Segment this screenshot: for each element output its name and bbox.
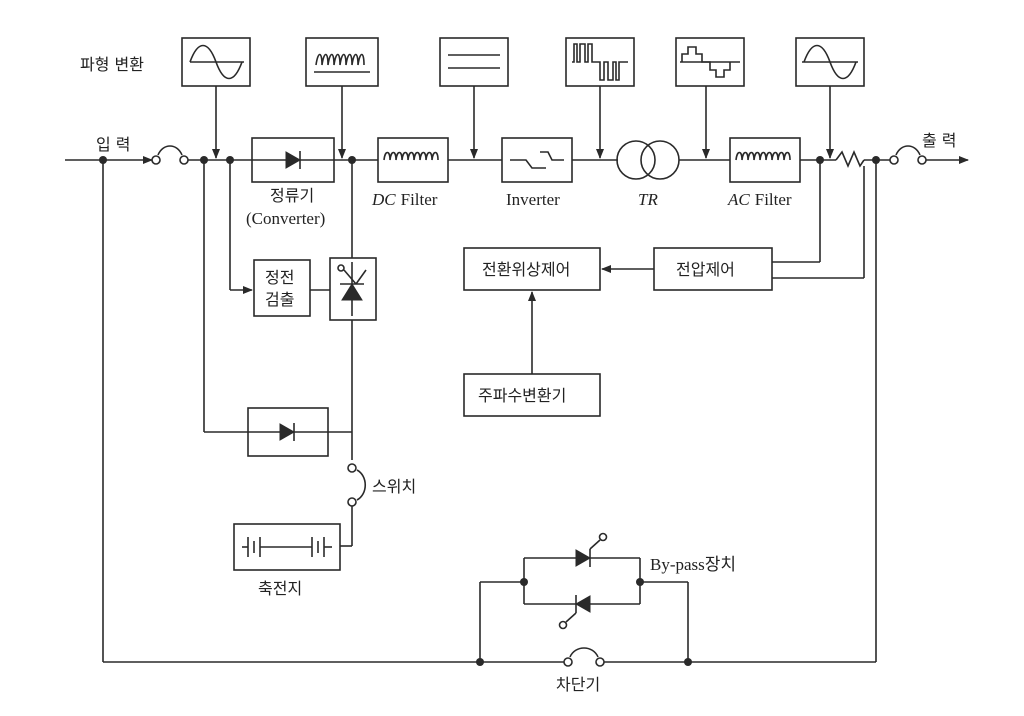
current-sensor-icon (835, 149, 865, 169)
waveform-box-input-sine (181, 37, 251, 87)
sine-wave-icon-output (803, 44, 857, 80)
diode-block (247, 407, 329, 457)
frequency-converter-block: 주파수변환기 (463, 373, 601, 417)
voltage-control-block: 전압제어 (653, 247, 773, 291)
switching-phase-control-label: 전환위상제어 (482, 260, 570, 279)
waveform-box-pwm (565, 37, 635, 87)
waveform-conversion-label: 파형 변환 (80, 55, 144, 74)
waveform-box-rectified (305, 37, 379, 87)
thyristor-switch-block (329, 257, 377, 321)
converter-label: (Converter) (246, 209, 325, 228)
dc-filter-label-italic: DC (371, 190, 396, 209)
breaker-label: 차단기 (556, 675, 600, 694)
stepped-wave-icon (681, 46, 731, 78)
rectifier-label: 정류기 (270, 186, 314, 205)
voltage-control-label: 전압제어 (676, 260, 735, 279)
rectified-wave-icon (315, 53, 365, 66)
inductor-coil-icon (383, 151, 439, 161)
dc-filter-label: DC Filter (371, 190, 438, 209)
ac-filter-block (729, 137, 801, 183)
dc-filter-label-rest: Filter (401, 190, 438, 209)
battery-switch (347, 463, 367, 507)
switch-label: 스위치 (372, 477, 416, 496)
battery-block (233, 523, 341, 571)
frequency-converter-label: 주파수변환기 (478, 386, 566, 405)
switching-phase-control-block: 전환위상제어 (463, 247, 601, 291)
transformer-label: TR (638, 190, 658, 209)
waveform-arrows (212, 86, 834, 159)
inverter-symbol-icon (510, 151, 564, 169)
ac-filter-label-rest: Filter (755, 190, 792, 209)
inverter-block (501, 137, 573, 183)
dc-filter-block (377, 137, 449, 183)
outage-detect-block: 정전 검출 (253, 259, 311, 317)
battery-label: 축전지 (258, 579, 302, 598)
breaker-switch (563, 647, 605, 667)
waveform-box-stepped (675, 37, 745, 87)
bypass-device-label: By-pass장치 (650, 555, 736, 574)
ac-filter-label: AC Filter (727, 190, 792, 209)
bypass-device-block (523, 532, 641, 630)
ac-filter-label-italic: AC (727, 190, 750, 209)
bypass-junctions (476, 578, 692, 666)
rectifier-block (251, 137, 335, 183)
waveform-box-output-sine (795, 37, 865, 87)
transformer-block (616, 140, 680, 180)
output-switch (889, 145, 927, 165)
sine-wave-icon (189, 44, 243, 80)
output-label: 출 력 (922, 131, 957, 150)
pwm-wave-icon (572, 43, 628, 81)
outage-detect-label-2: 검출 (265, 290, 294, 309)
inverter-label: Inverter (506, 190, 560, 209)
waveform-box-dc (439, 37, 509, 87)
inductor-coil-icon-ac (735, 151, 791, 161)
outage-detect-label-1: 정전 (265, 268, 294, 287)
input-switch (151, 145, 189, 165)
input-label: 입 력 (96, 135, 131, 154)
